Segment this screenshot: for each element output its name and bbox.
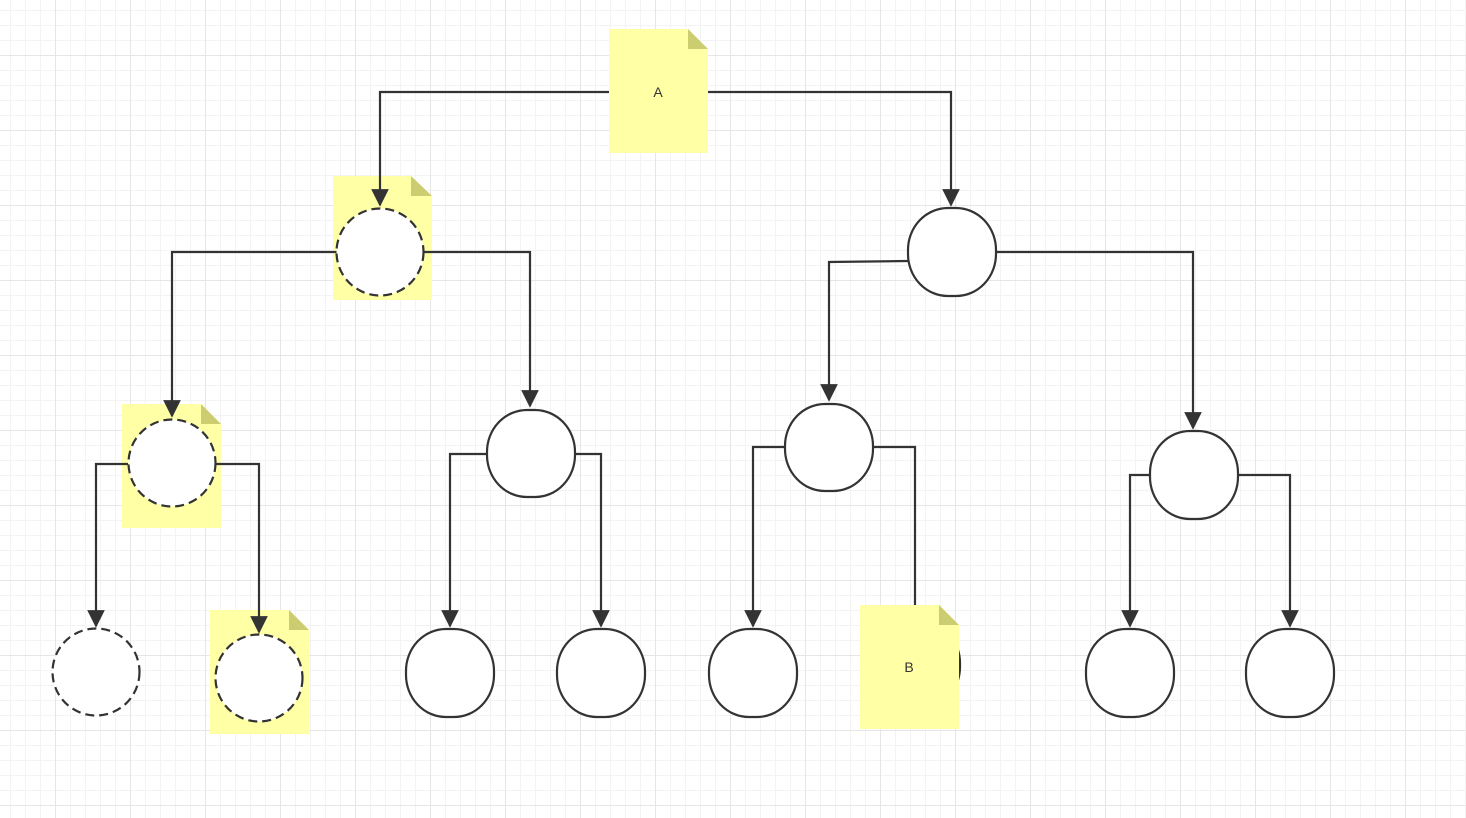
- tree-node-leaf-1[interactable]: [51, 627, 141, 717]
- tree-node-left-left-child[interactable]: [127, 418, 217, 508]
- edge-n3-l2: [216, 462, 268, 634]
- tree-node-leaf-8[interactable]: [1244, 627, 1336, 719]
- edge-n6-l8: [1237, 473, 1299, 628]
- tree-node-leaf-4[interactable]: [555, 627, 647, 719]
- nodes: [51, 206, 1336, 723]
- edge-n2-n6: [996, 250, 1202, 430]
- edge-n5-l6: [872, 445, 917, 606]
- edge-n5-l5: [744, 445, 785, 628]
- edge-n2-n5: [820, 259, 909, 402]
- note-b-label: B: [904, 659, 913, 675]
- connectors: [87, 90, 1299, 634]
- tree-node-right-right-child[interactable]: [1148, 429, 1240, 521]
- note-a-label: A: [653, 84, 663, 100]
- tree-node-leaf-5[interactable]: [707, 627, 799, 719]
- tree-node-right-left-child[interactable]: [783, 402, 875, 493]
- edge-n3-l1: [87, 462, 128, 628]
- tree-node-leaf-7[interactable]: [1084, 627, 1176, 719]
- edge-root-right: [708, 90, 960, 207]
- note-b[interactable]: B: [860, 605, 959, 729]
- tree-node-left-right-child[interactable]: [485, 408, 577, 499]
- note-a[interactable]: A: [609, 29, 708, 153]
- edge-n4-l3: [441, 452, 487, 628]
- edge-n4-l4: [574, 452, 610, 628]
- tree-node-leaf-3[interactable]: [404, 627, 496, 719]
- edge-n6-l7: [1121, 473, 1150, 628]
- edge-n1-n3: [163, 250, 337, 418]
- edge-root-left: [371, 90, 609, 207]
- tree-node-left-child[interactable]: [335, 207, 425, 297]
- tree-node-right-child[interactable]: [906, 206, 998, 298]
- edge-n1-n4: [424, 250, 539, 408]
- tree-node-leaf-2[interactable]: [214, 633, 304, 723]
